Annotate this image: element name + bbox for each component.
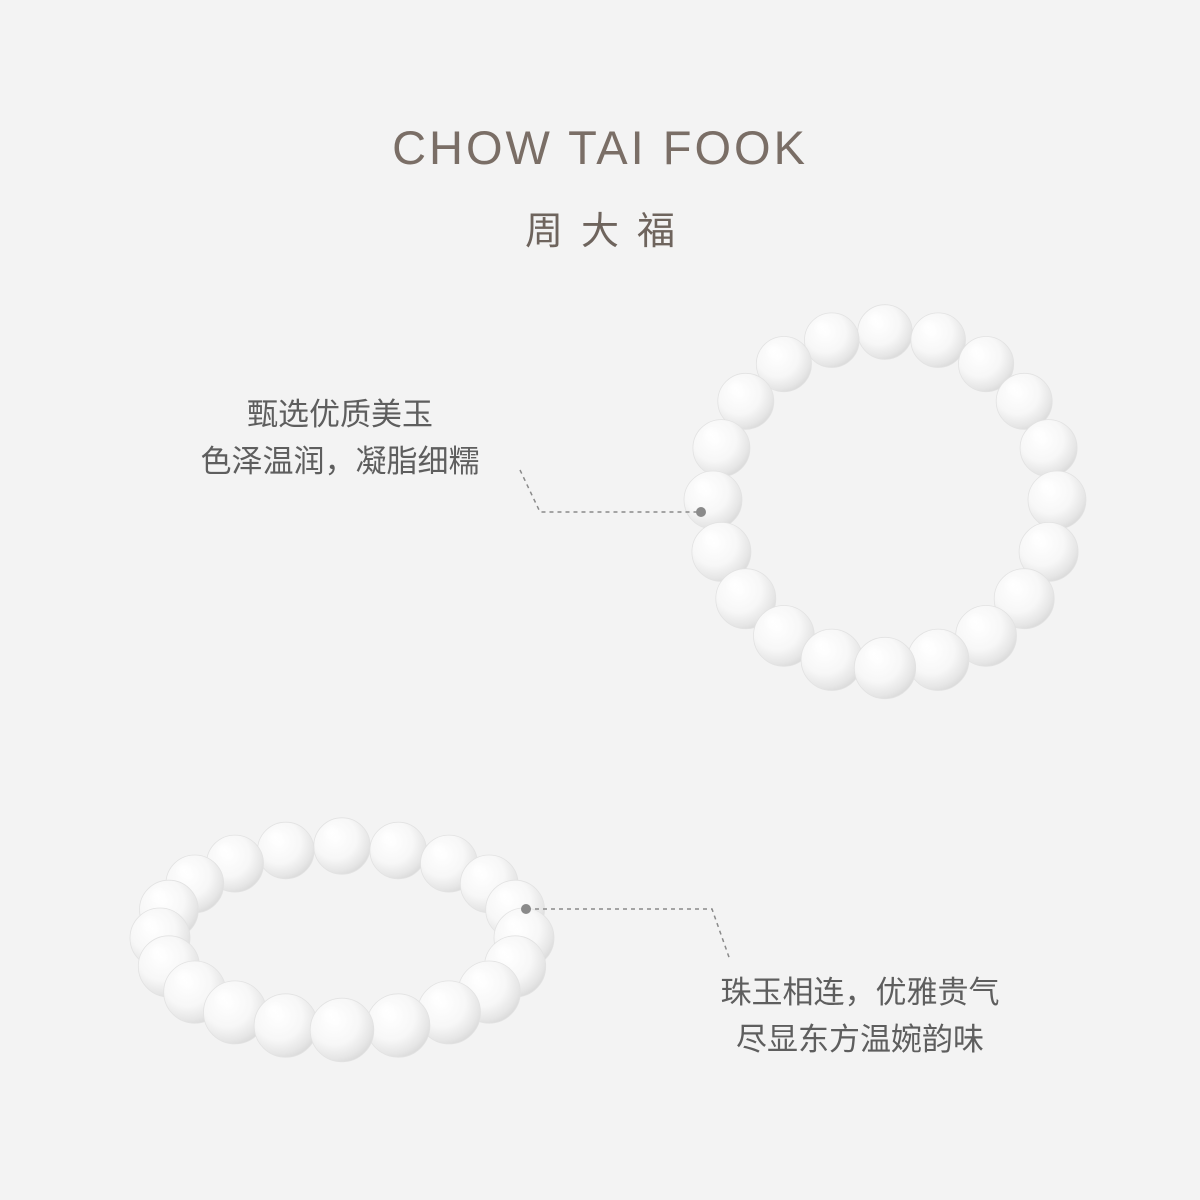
bead-highlight: [761, 611, 795, 645]
bead-highlight: [699, 528, 732, 561]
bead-highlight: [427, 840, 459, 873]
bead-highlight: [1003, 378, 1034, 410]
feature-1-line-2: 色泽温润，凝脂细糯: [200, 444, 480, 480]
bead-highlight: [1026, 528, 1059, 561]
feature-caption-1: 甄选优质美玉 色泽温润，凝脂细糯: [150, 392, 530, 486]
bead-highlight: [213, 840, 245, 873]
bead-highlight: [465, 967, 501, 1002]
leader-line-1: [519, 469, 706, 517]
pointer-dot-2: [521, 904, 531, 914]
bead-highlight: [211, 987, 246, 1022]
bead-highlight: [763, 342, 794, 373]
brand-name-english: CHOW TAI FOOK: [392, 121, 808, 174]
bracelet-top-view: [683, 304, 1087, 700]
feature-1-line-1: 甄选优质美玉: [247, 397, 433, 433]
bead-highlight: [723, 574, 757, 608]
bead-highlight: [1027, 425, 1059, 457]
feature-2-line-1: 珠玉相连，优雅贵气: [720, 975, 1000, 1011]
bead-highlight: [318, 1004, 354, 1040]
bead-highlight: [811, 318, 842, 349]
bead-highlight: [374, 1000, 410, 1035]
bead-highlight: [864, 310, 895, 341]
brand-name-chinese: 周大福: [524, 209, 693, 253]
bead-highlight: [808, 635, 843, 669]
bead-highlight: [1035, 476, 1068, 509]
bead-highlight: [320, 823, 352, 855]
bead-highlight: [963, 611, 997, 645]
bead-highlight: [264, 827, 296, 860]
pointer-dot-1: [696, 507, 706, 517]
bead-highlight: [700, 425, 732, 457]
bracelet-angled-view: [129, 817, 555, 1063]
feature-caption-2: 珠玉相连，优雅贵气 尽显东方温婉韵味: [660, 970, 1060, 1064]
bead-highlight: [917, 318, 948, 349]
feature-2-line-2: 尽显东方温婉韵味: [736, 1022, 984, 1058]
bead-highlight: [425, 987, 461, 1022]
bead-highlight: [691, 476, 724, 509]
bead-highlight: [467, 860, 500, 893]
bead-highlight: [965, 342, 996, 373]
leader-line-2: [521, 904, 731, 961]
bead-highlight: [262, 1000, 297, 1035]
bead-highlight: [146, 942, 180, 976]
bead-highlight: [1001, 574, 1035, 608]
bead-highlight: [171, 967, 206, 1002]
bead-highlight: [915, 635, 949, 669]
bead-highlight: [377, 827, 409, 860]
bead-highlight: [724, 378, 756, 410]
bead-highlight: [862, 643, 896, 678]
